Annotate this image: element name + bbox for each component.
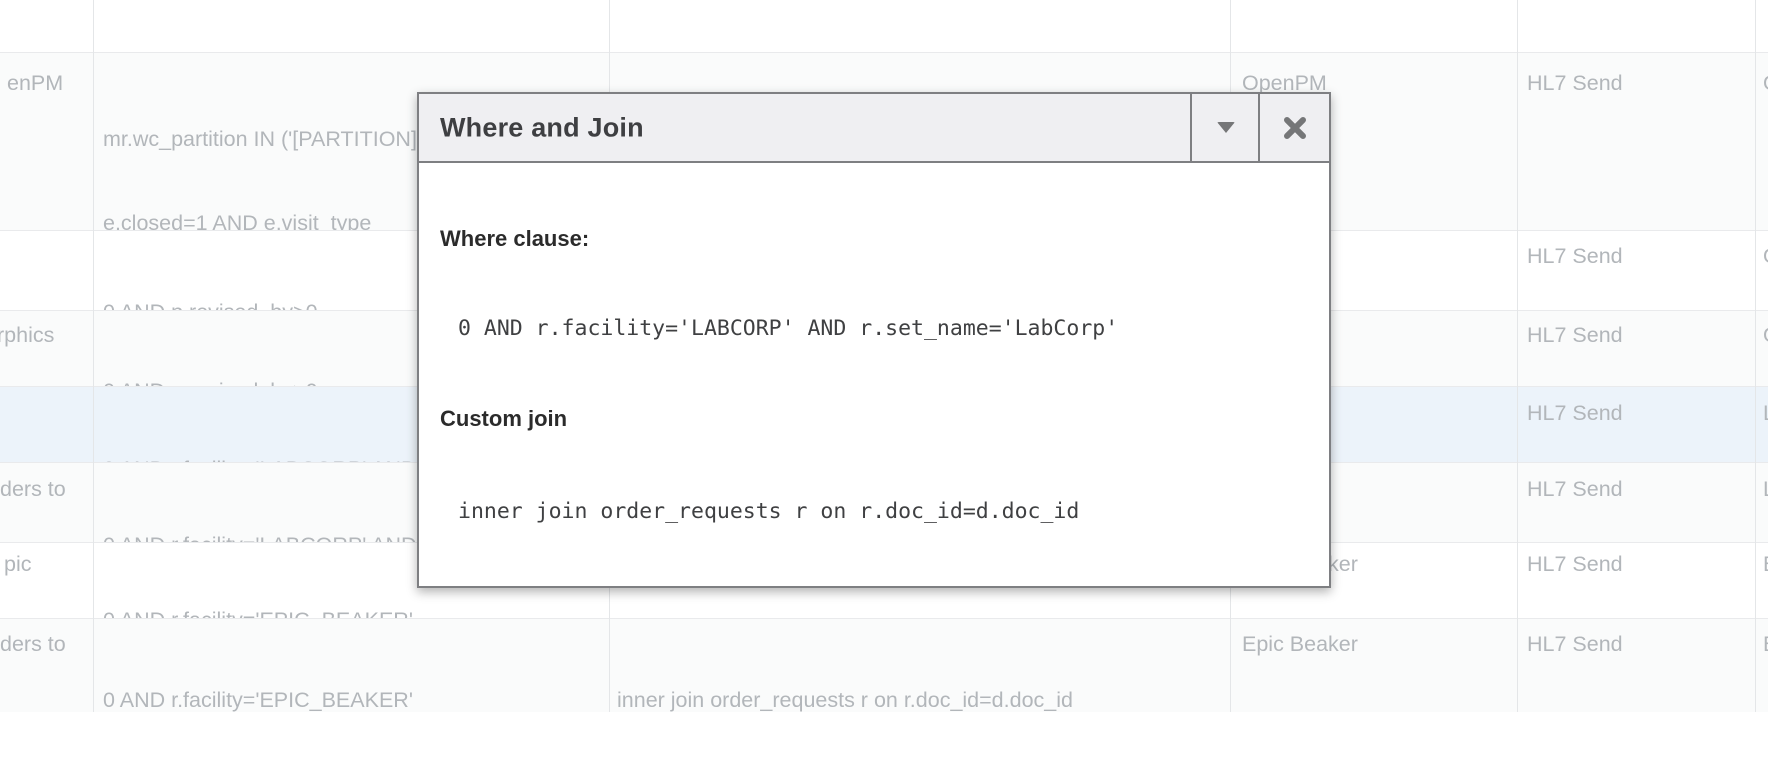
cell-source-fragment: rphics: [0, 323, 55, 347]
cell-system: OpenPM: [1242, 71, 1327, 95]
column-divider: [1517, 0, 1518, 712]
dialog-titlebar[interactable]: Where and Join: [419, 94, 1329, 163]
cell-clipped-fragment: L: [1763, 475, 1768, 503]
cell-send-method: HL7 Send: [1527, 552, 1623, 576]
cell-send-method: HL7 Send: [1527, 244, 1623, 268]
cell-clipped-fragment: E: [1763, 550, 1768, 578]
cell-where-clause: 0 AND r.facility='EPIC_BEAKER': [103, 630, 413, 770]
cell-clipped-fragment: O: [1763, 321, 1768, 349]
custom-join-label: Custom join: [440, 406, 568, 431]
chevron-down-icon: [1217, 122, 1235, 133]
dialog-title: Where and Join: [440, 112, 644, 142]
table-row[interactable]: i.policy_id IS NULL insurance_policy i O…: [0, 0, 1768, 163]
cell-source-fragment: ders to: [0, 632, 66, 656]
cell-send-method: HL7 Send: [1527, 632, 1623, 656]
cell-clipped-fragment: O: [1763, 242, 1768, 270]
close-button[interactable]: [1258, 94, 1329, 161]
table-row[interactable]: ders to 0 AND r.facility='EPIC_BEAKER' i…: [0, 618, 1768, 712]
clause-line: 0 AND r.facility='EPIC_BEAKER': [103, 688, 413, 712]
where-and-join-dialog: Where and Join Where clause: 0 AND r.fac…: [417, 92, 1331, 588]
where-clause-label: Where clause:: [440, 226, 590, 251]
cell-source-fragment: ders to: [0, 477, 66, 501]
where-clause-value: 0 AND r.facility='LABCORP' AND r.set_nam…: [458, 316, 1119, 341]
cell-send-method: HL7 Send: [1527, 401, 1623, 425]
cell-send-method: HL7 Send: [1527, 477, 1623, 501]
column-divider: [93, 0, 94, 712]
cell-send-method: HL7 Send: [1527, 323, 1623, 347]
join-line: inner join order_requests r on r.doc_id=…: [617, 688, 1073, 712]
cell-custom-join: inner join order_requests r on r.doc_id=…: [617, 630, 1073, 770]
cell-clipped-fragment: L: [1763, 399, 1768, 427]
column-divider: [1755, 0, 1756, 712]
cell-clipped-fragment: O: [1763, 69, 1768, 97]
cell-clipped-fragment: E: [1763, 630, 1768, 658]
cell-send-method: HL7 Send: [1527, 71, 1623, 95]
cell-source-fragment: enPM: [7, 71, 64, 95]
custom-join-value: inner join order_requests r on r.doc_id=…: [458, 499, 1080, 524]
cell-system: Epic Beaker: [1242, 632, 1358, 656]
minimize-button[interactable]: [1190, 94, 1260, 161]
close-icon: [1283, 116, 1306, 139]
cell-source-fragment: pic: [4, 552, 32, 576]
